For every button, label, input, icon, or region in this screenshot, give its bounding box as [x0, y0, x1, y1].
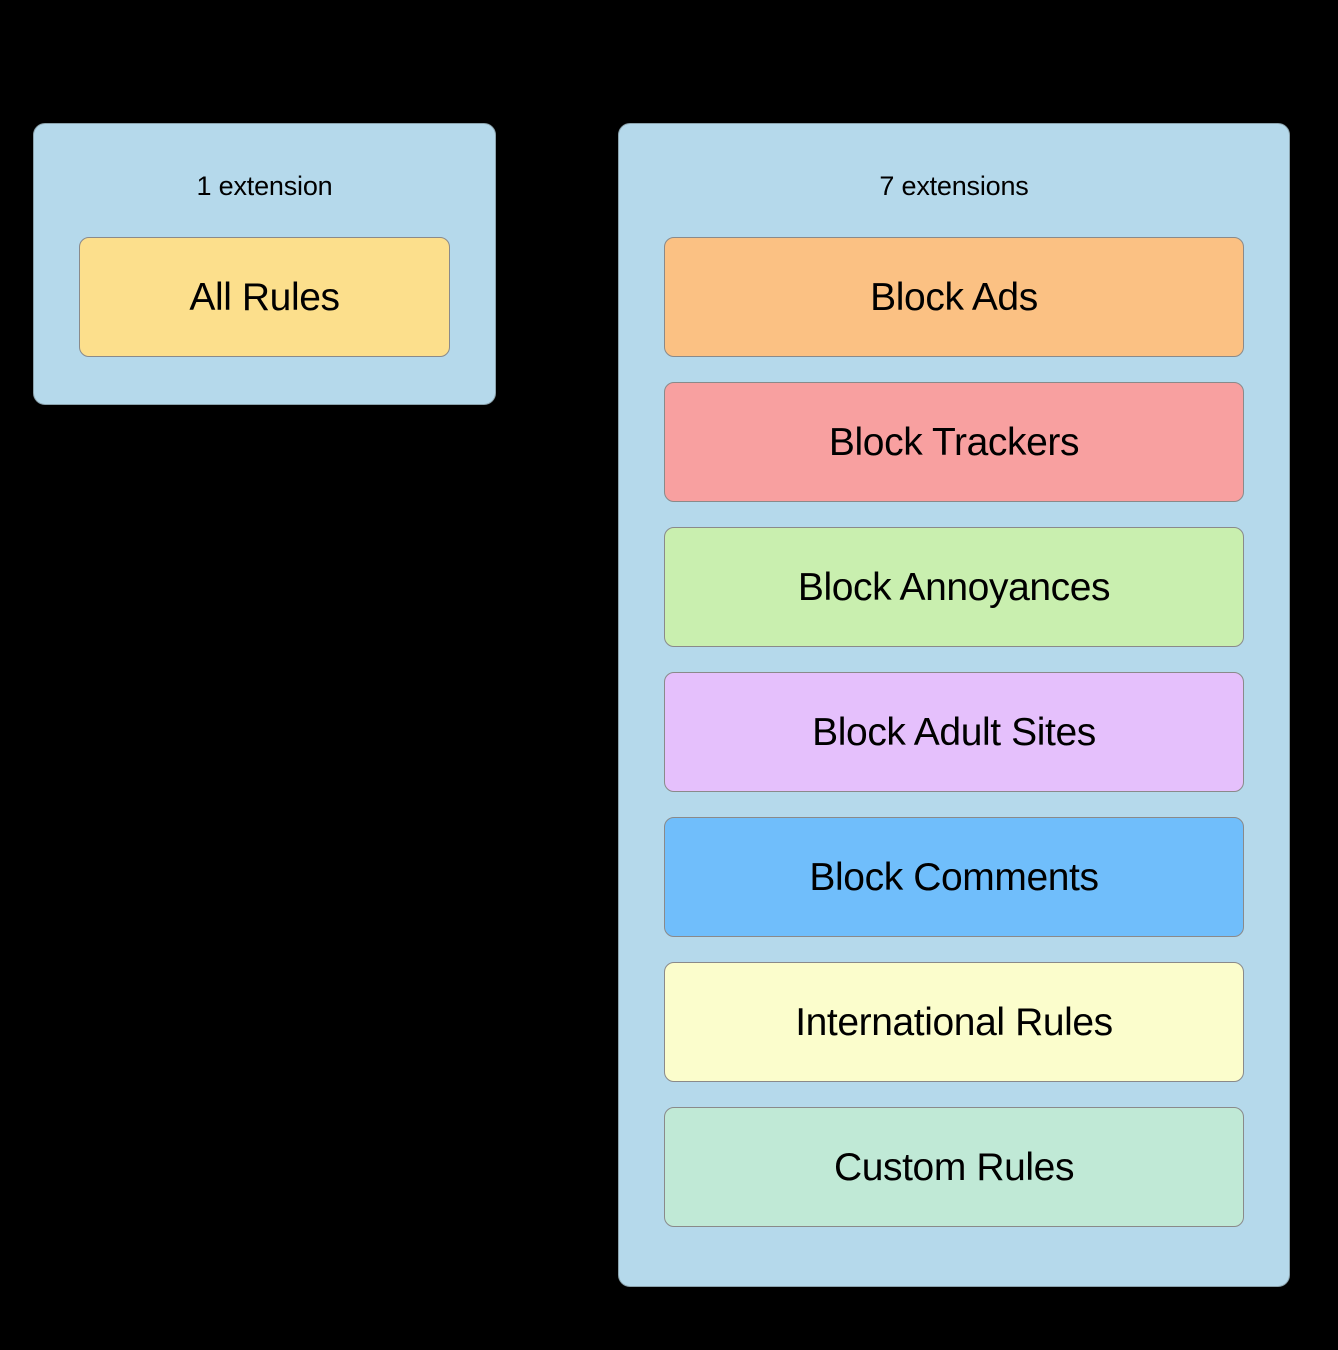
rule-card-custom-rules[interactable]: Custom Rules: [664, 1107, 1244, 1227]
rule-card-block-adult-sites[interactable]: Block Adult Sites: [664, 672, 1244, 792]
rule-card-block-trackers[interactable]: Block Trackers: [664, 382, 1244, 502]
card-list-multi: Block Ads Block Trackers Block Annoyance…: [619, 237, 1289, 1227]
rule-card-block-annoyances[interactable]: Block Annoyances: [664, 527, 1244, 647]
card-list-single: All Rules: [34, 237, 495, 357]
rule-card-international-rules[interactable]: International Rules: [664, 962, 1244, 1082]
extension-group-single: 1 extension All Rules: [33, 123, 496, 405]
extension-group-multi: 7 extensions Block Ads Block Trackers Bl…: [618, 123, 1290, 1287]
rule-card-all-rules[interactable]: All Rules: [79, 237, 450, 357]
group-label-single: 1 extension: [196, 171, 333, 201]
group-label-multi: 7 extensions: [879, 171, 1029, 201]
rule-card-block-comments[interactable]: Block Comments: [664, 817, 1244, 937]
rule-card-block-ads[interactable]: Block Ads: [664, 237, 1244, 357]
